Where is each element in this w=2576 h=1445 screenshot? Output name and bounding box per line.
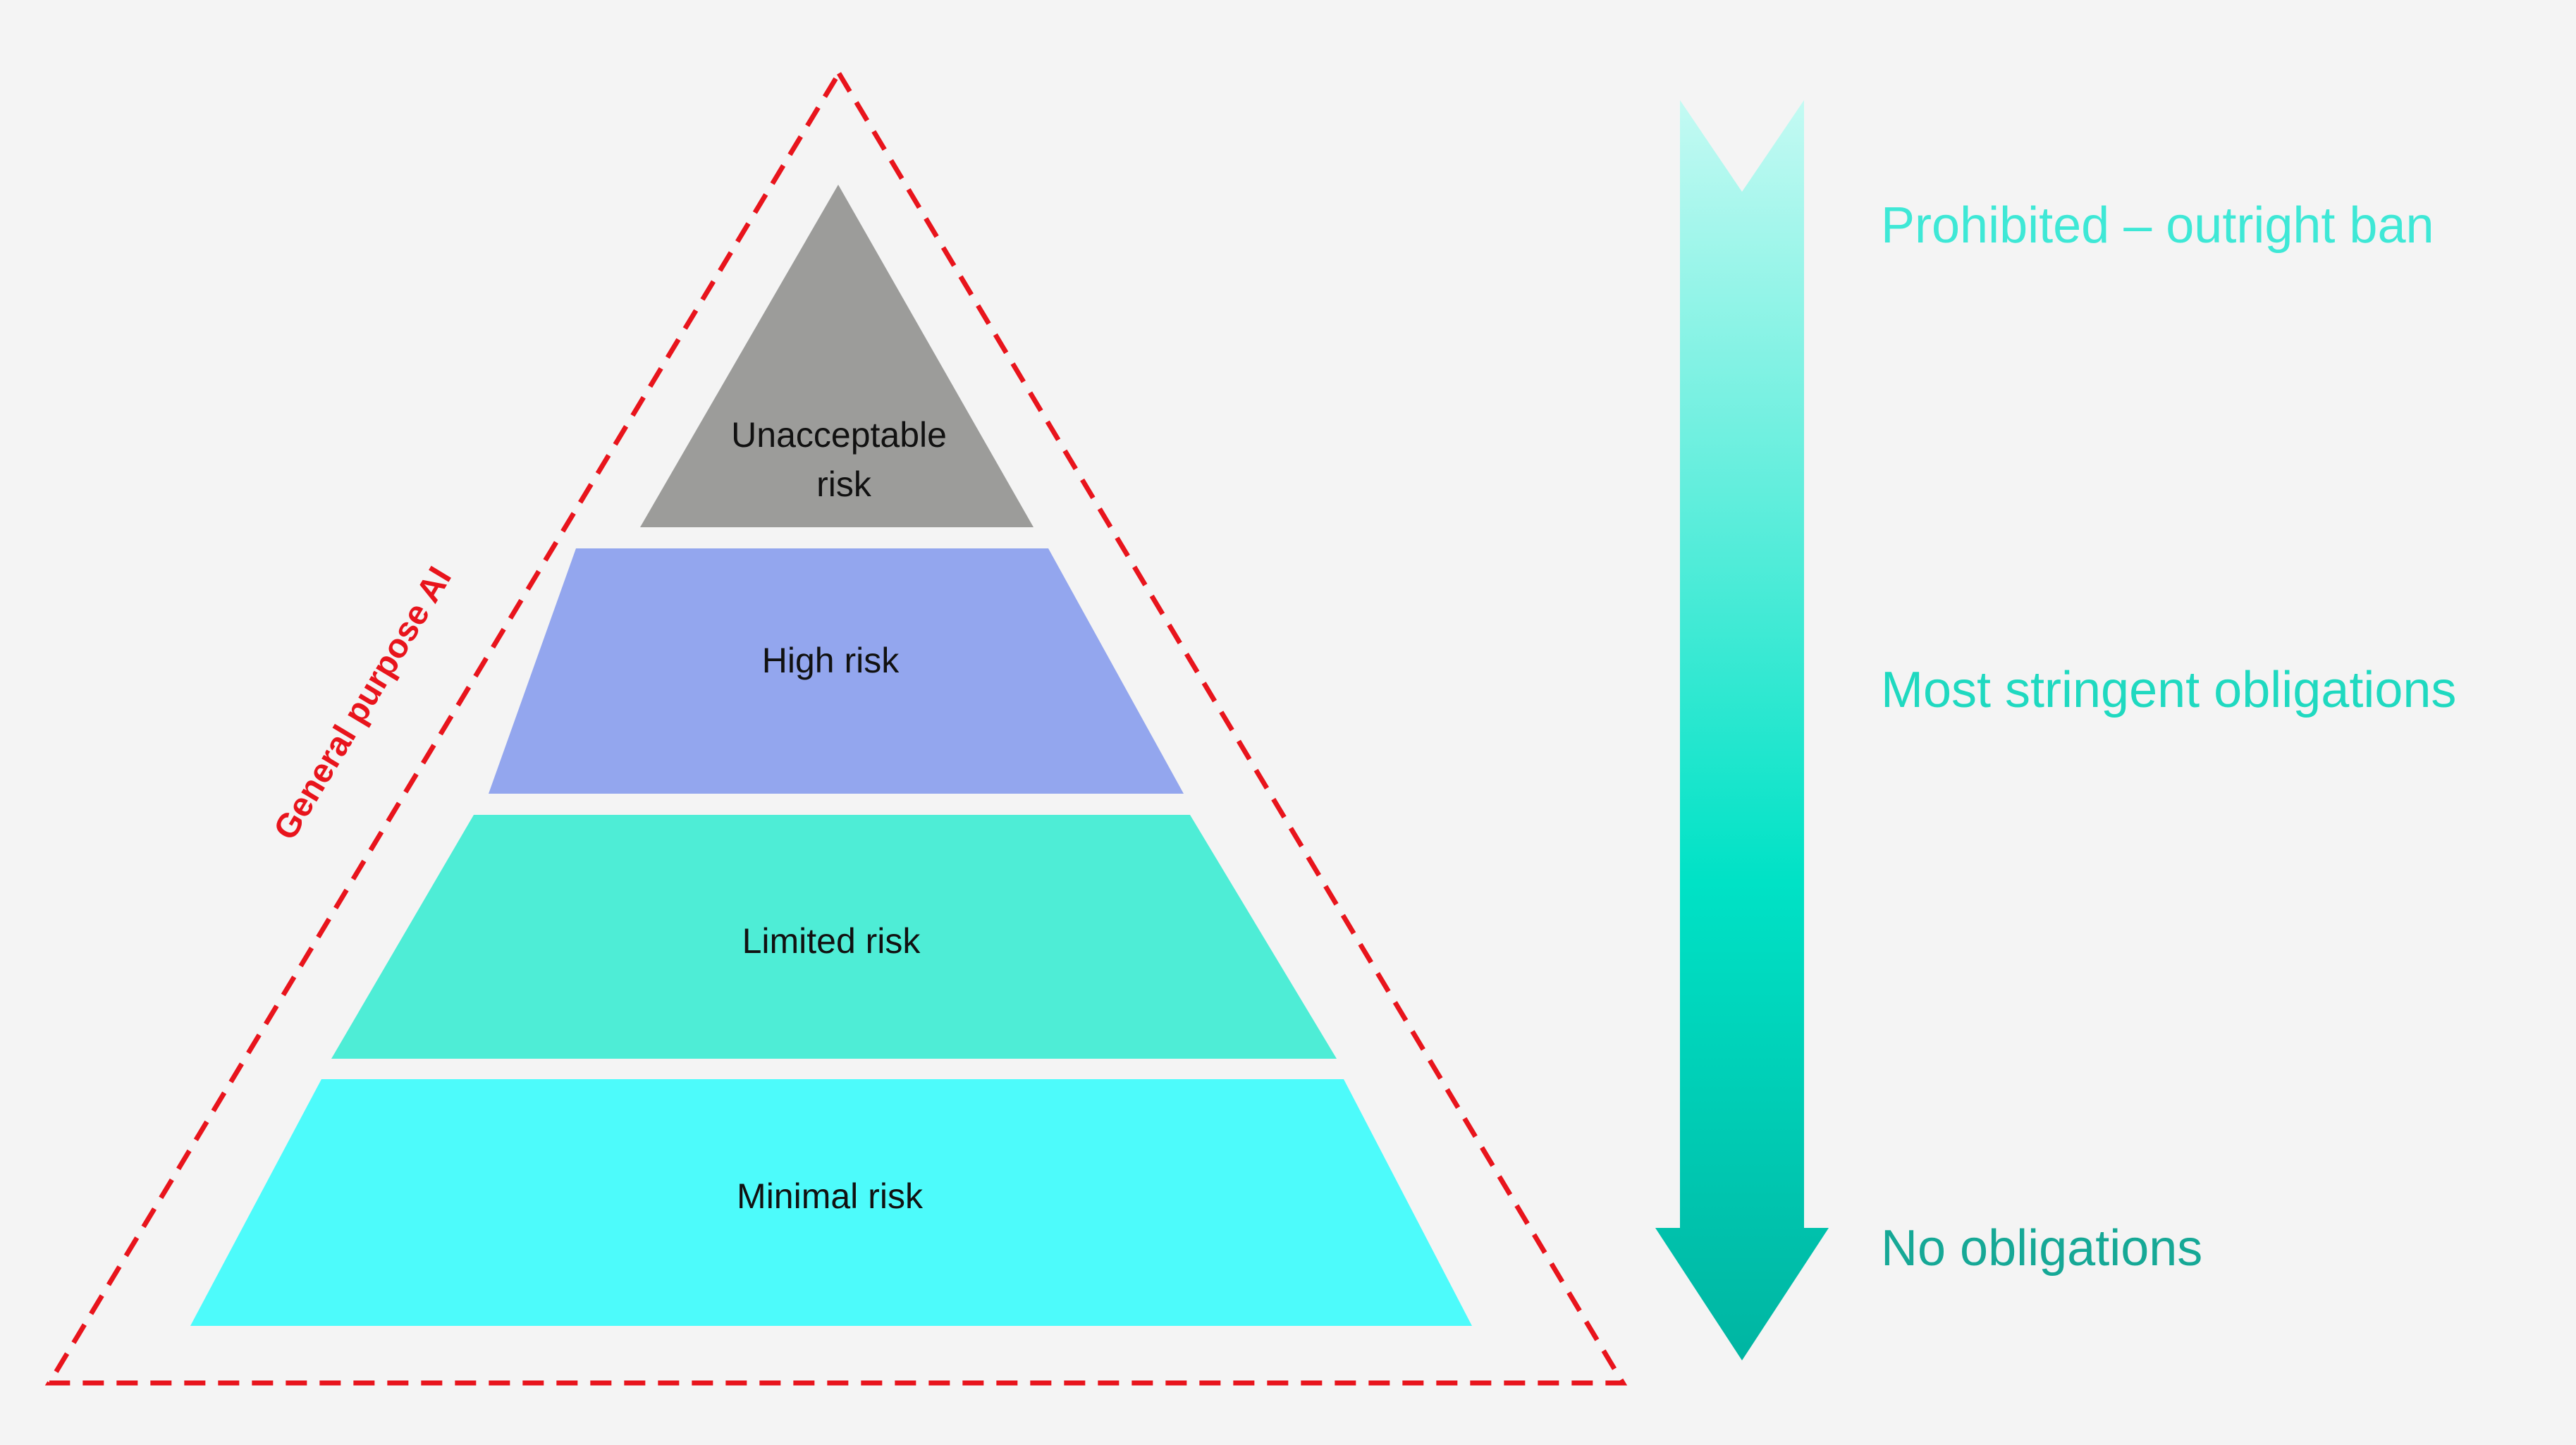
tier-limited-shape xyxy=(331,815,1337,1059)
tier-unacceptable-line-1: Unacceptable xyxy=(731,415,947,455)
tier-unacceptable-shape xyxy=(640,185,1034,527)
tier-unacceptable-label: Unacceptable risk xyxy=(731,415,957,504)
tier-minimal-shape xyxy=(190,1079,1472,1326)
obligation-none: No obligations xyxy=(1881,1220,2202,1277)
tier-high-label: High risk xyxy=(762,641,900,680)
obligation-scale-arrow xyxy=(1655,100,1829,1360)
obligation-most-stringent: Most stringent obligations xyxy=(1881,662,2456,718)
obligation-prohibited: Prohibited – outright ban xyxy=(1881,197,2434,254)
obligation-labels: Prohibited – outright ban Most stringent… xyxy=(1881,197,2456,1277)
tier-unacceptable-line-2: risk xyxy=(816,465,872,504)
general-purpose-ai-label: General purpose AI xyxy=(266,560,459,846)
risk-tiers: Unacceptable risk High risk Limited risk… xyxy=(190,185,1472,1326)
general-purpose-ai-outline xyxy=(44,68,1628,1386)
tier-limited-label: Limited risk xyxy=(742,921,921,961)
tier-minimal-label: Minimal risk xyxy=(737,1176,924,1216)
tier-high-shape xyxy=(489,548,1184,794)
